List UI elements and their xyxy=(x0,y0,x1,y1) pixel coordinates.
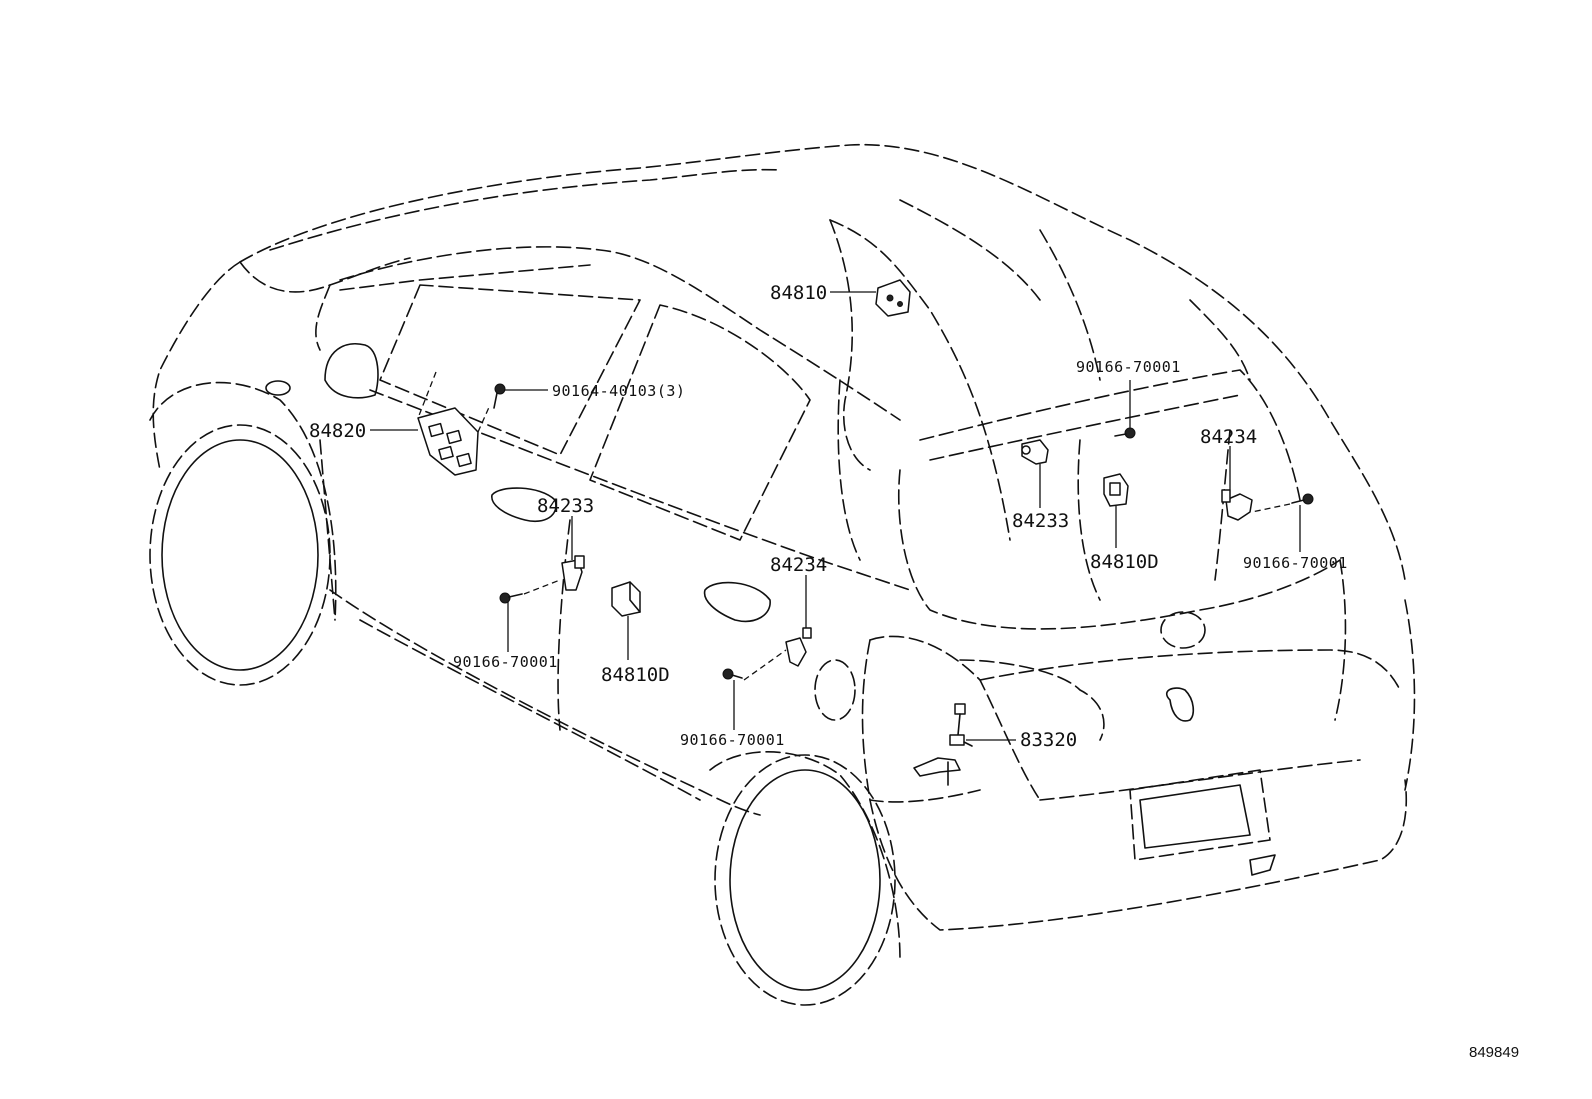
leader-lines xyxy=(370,291,1301,741)
label-84810D-right[interactable]: 84810D xyxy=(1090,551,1159,573)
screw-90166-topright-icon[interactable] xyxy=(1114,427,1136,439)
screw-90166-front-icon[interactable] xyxy=(499,592,523,604)
label-84810D-left[interactable]: 84810D xyxy=(601,664,670,686)
screw-90166-mid-icon[interactable] xyxy=(722,668,743,680)
screw-90164-icon[interactable] xyxy=(493,383,506,409)
hatch-courtesy-switch-84233-icon[interactable] xyxy=(1021,439,1049,465)
label-84810-top[interactable]: 84810 xyxy=(770,282,827,304)
label-84820[interactable]: 84820 xyxy=(309,420,366,442)
rear-wheel xyxy=(709,751,901,1006)
front-wheel xyxy=(149,381,337,686)
label-90166-70001-right[interactable]: 90166-70001 xyxy=(1243,554,1348,572)
label-84234-right[interactable]: 84234 xyxy=(1200,426,1257,448)
screw-90166-right-icon[interactable] xyxy=(1291,493,1314,505)
car-body-outline xyxy=(152,143,1416,931)
diagram-reference-number: 849849 xyxy=(1469,1044,1519,1061)
door-switch-84810D-left-icon[interactable] xyxy=(611,581,641,617)
door-switch-84810D-right-icon[interactable] xyxy=(1103,473,1129,507)
label-84233-left[interactable]: 84233 xyxy=(537,495,594,517)
label-90166-70001-mid[interactable]: 90166-70001 xyxy=(680,731,785,749)
interior-light-assembly-icon[interactable] xyxy=(875,279,911,317)
switch-83320-icon[interactable] xyxy=(913,703,973,786)
door-courtesy-switch-rear-icon[interactable] xyxy=(785,627,812,667)
power-window-master-switch-icon[interactable] xyxy=(417,407,479,476)
label-90164-40103[interactable]: 90164-40103(3) xyxy=(552,382,685,400)
label-90166-70001-left[interactable]: 90166-70001 xyxy=(453,653,558,671)
hatch-courtesy-switch-84234-icon[interactable] xyxy=(1221,489,1253,521)
label-84233-right[interactable]: 84233 xyxy=(1012,510,1069,532)
label-84234-left[interactable]: 84234 xyxy=(770,554,827,576)
door-courtesy-switch-front-icon[interactable] xyxy=(561,555,585,591)
label-83320[interactable]: 83320 xyxy=(1020,729,1077,751)
label-90166-70001-topright[interactable]: 90166-70001 xyxy=(1076,358,1181,376)
